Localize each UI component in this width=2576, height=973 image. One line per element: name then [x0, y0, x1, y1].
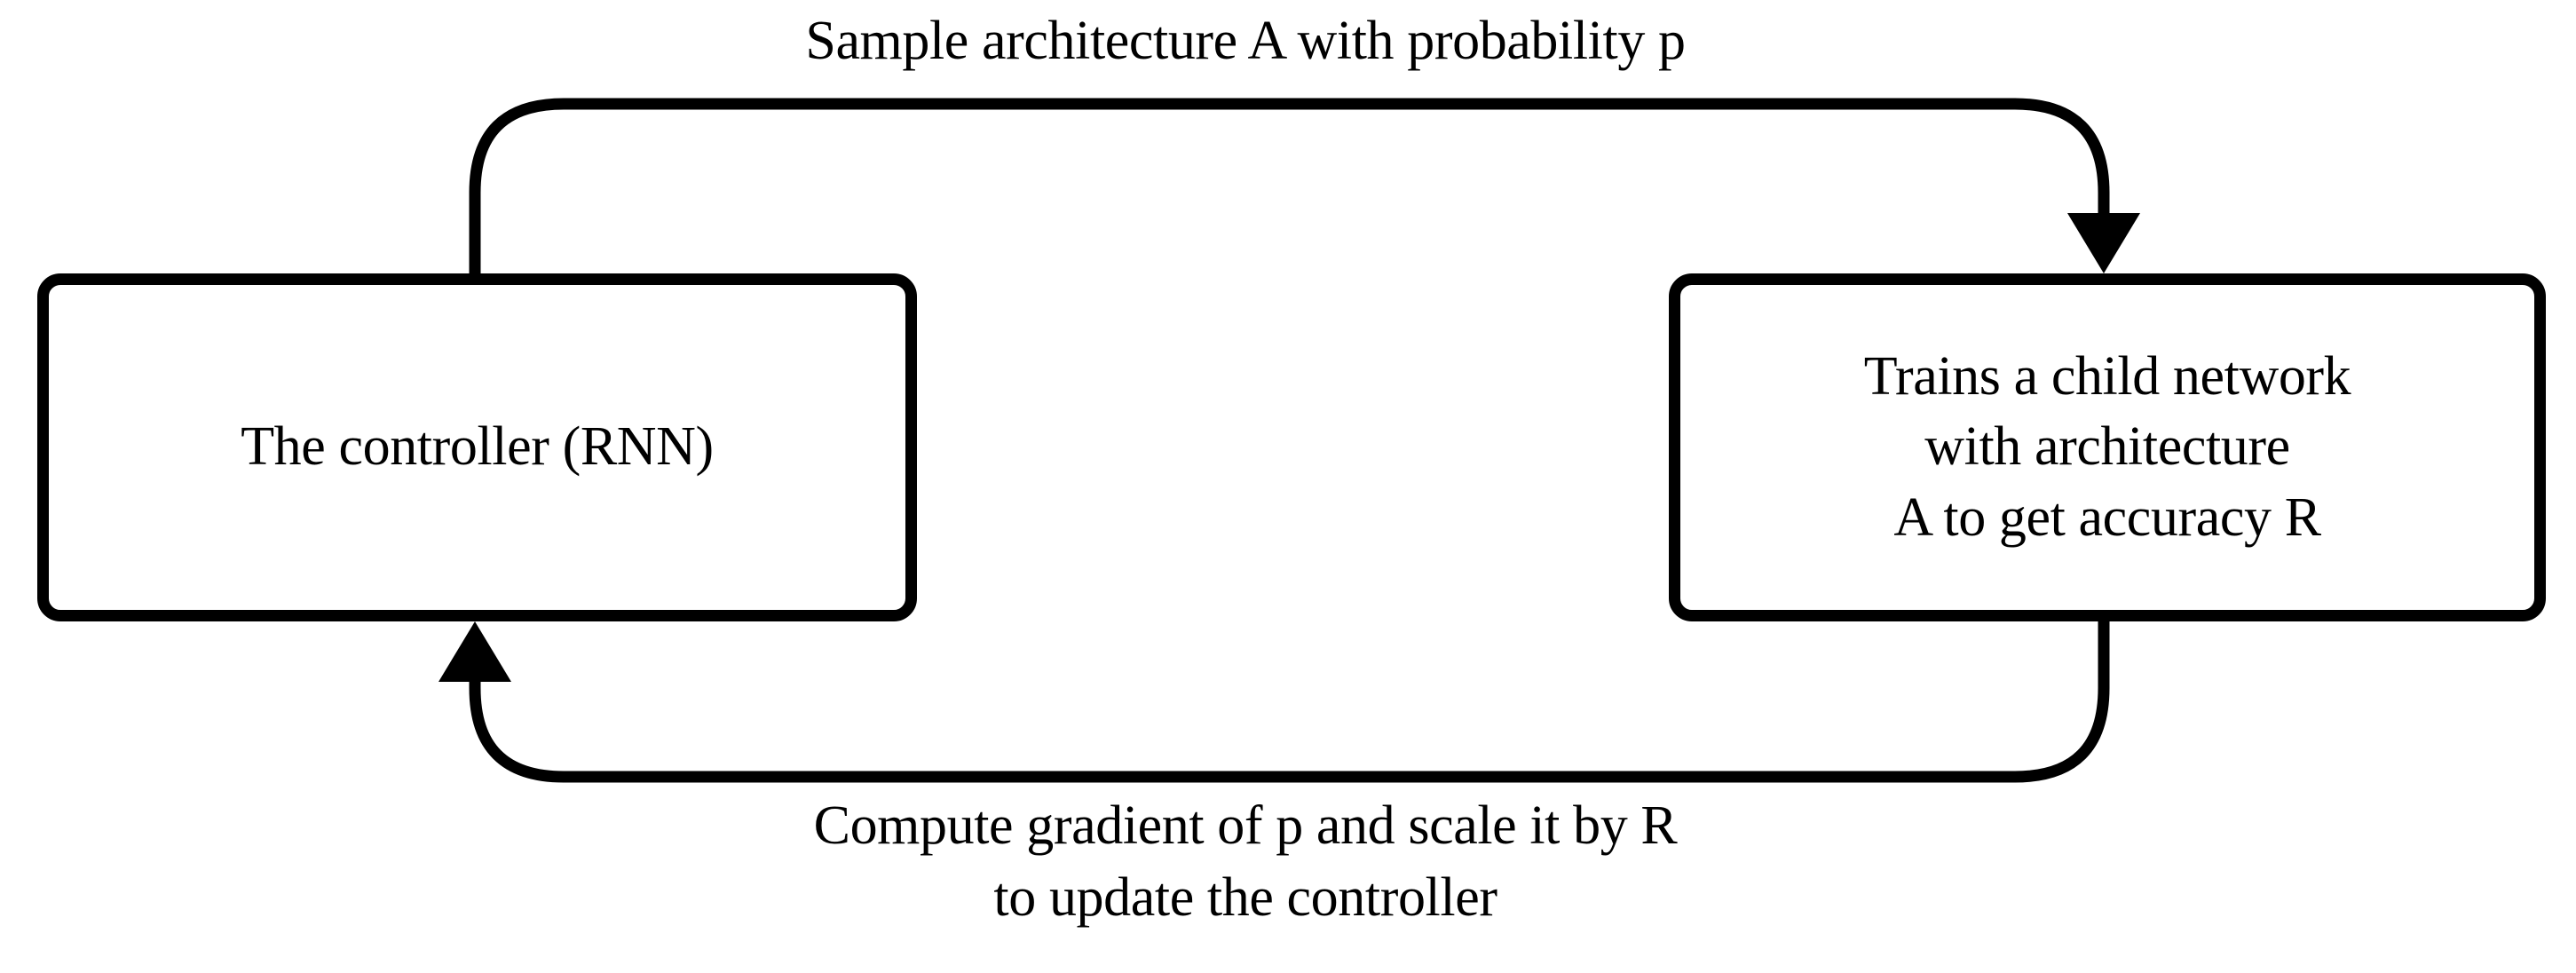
edge-update-path [469, 621, 2110, 783]
edge-label-update-line-1: Compute gradient of p and scale it by R [813, 795, 1678, 856]
node-controller[interactable]: The controller (RNN) [37, 273, 917, 621]
edge-sample-arrowhead-icon [2067, 213, 2140, 273]
edge-update-arrowhead-icon [439, 621, 511, 682]
edge-label-update-line-2: to update the controller [993, 866, 1497, 928]
edge-sample-path [469, 98, 2110, 273]
node-child-trainer-line-2: with architecture [1924, 416, 2290, 478]
edge-label-compute-gradient: Compute gradient of p and scale it by R … [0, 790, 2533, 933]
node-child-trainer[interactable]: Trains a child network with architecture… [1669, 273, 2546, 621]
node-child-trainer-line-3: A to get accuracy R [1893, 486, 2321, 548]
node-child-trainer-line-1: Trains a child network [1863, 345, 2351, 407]
edge-label-sample-line-1: Sample architecture A with probability p [805, 11, 1686, 71]
edge-label-sample-architecture: Sample architecture A with probability p [0, 5, 2533, 77]
edge-compute-gradient [439, 621, 2110, 783]
edge-sample-architecture [469, 98, 2140, 273]
node-controller-line-1: The controller (RNN) [241, 416, 714, 478]
